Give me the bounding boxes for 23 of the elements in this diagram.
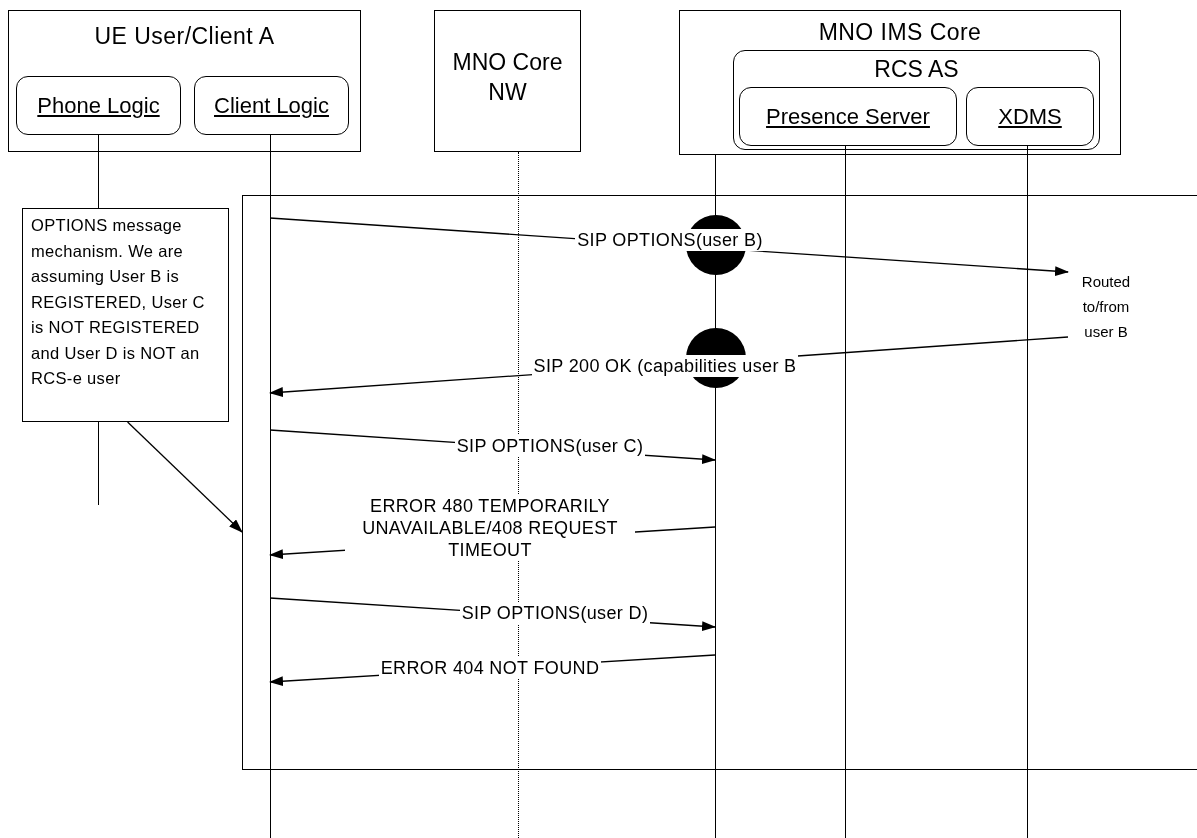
box-title: MNO IMS Core: [817, 18, 983, 47]
note-box: OPTIONS message mechanism. We are assuming User B is REGISTERED, User C is NOT REGISTERED and User D is NOT an RCS-e user: [22, 208, 229, 422]
edge-label: SIP OPTIONS(user D): [459, 602, 651, 624]
participant-box: MNO Core NW: [434, 10, 581, 152]
edge-label: SIP 200 OK (capabilities user B: [531, 355, 799, 377]
note-text: Routed to/from user B: [1069, 269, 1143, 347]
component-box: XDMS: [966, 87, 1094, 146]
component-box: [733, 50, 1100, 150]
lifeline: [845, 146, 846, 838]
box-title: RCS AS: [873, 55, 960, 83]
edge-label: ERROR 404 NOT FOUND: [378, 657, 602, 679]
lifeline: [1027, 146, 1028, 838]
component-box: Presence Server: [739, 87, 957, 146]
edge-label: ERROR 480 TEMPORARILY UNAVAILABLE/408 REQUEST TIMEOUT: [345, 495, 635, 561]
message-arrow: [126, 421, 243, 533]
edge-label: SIP OPTIONS(user C): [454, 435, 646, 457]
component-box: Client Logic: [194, 76, 349, 135]
edge-label: SIP OPTIONS(user B): [575, 229, 765, 251]
box-title: UE User/Client A: [93, 22, 276, 51]
lifeline: [270, 135, 271, 838]
participant-box: [8, 10, 361, 152]
component-box: Phone Logic: [16, 76, 181, 135]
participant-box: [679, 10, 1121, 155]
